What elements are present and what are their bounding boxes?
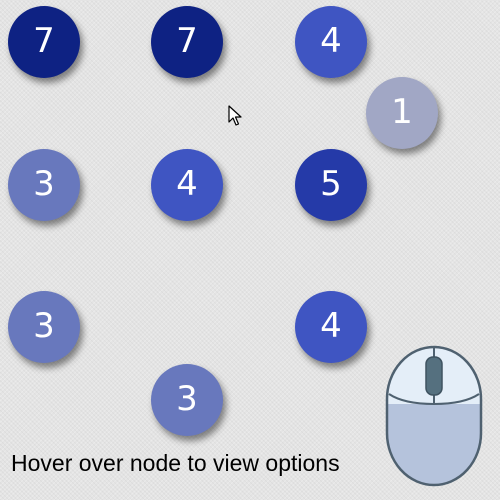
node-value: 4: [176, 164, 198, 204]
node[interactable]: 1: [366, 77, 438, 149]
node[interactable]: 4: [295, 291, 367, 363]
node[interactable]: 7: [151, 6, 223, 78]
node-value: 5: [320, 164, 342, 204]
node-value: 3: [33, 306, 55, 346]
node[interactable]: 5: [295, 149, 367, 221]
node-value: 3: [33, 164, 55, 204]
node[interactable]: 7: [8, 6, 80, 78]
node[interactable]: 3: [8, 149, 80, 221]
node-value: 7: [176, 21, 198, 61]
node[interactable]: 3: [8, 291, 80, 363]
node[interactable]: 3: [151, 364, 223, 436]
node-value: 7: [33, 21, 55, 61]
node-value: 4: [320, 306, 342, 346]
node-value: 4: [320, 21, 342, 61]
node[interactable]: 4: [151, 149, 223, 221]
node-value: 1: [391, 92, 413, 132]
node[interactable]: 4: [295, 6, 367, 78]
hover-hint: Hover over node to view options: [11, 450, 340, 476]
mouse-icon: [385, 345, 483, 487]
arrow-cursor-icon: [228, 105, 242, 126]
node-value: 3: [176, 379, 198, 419]
